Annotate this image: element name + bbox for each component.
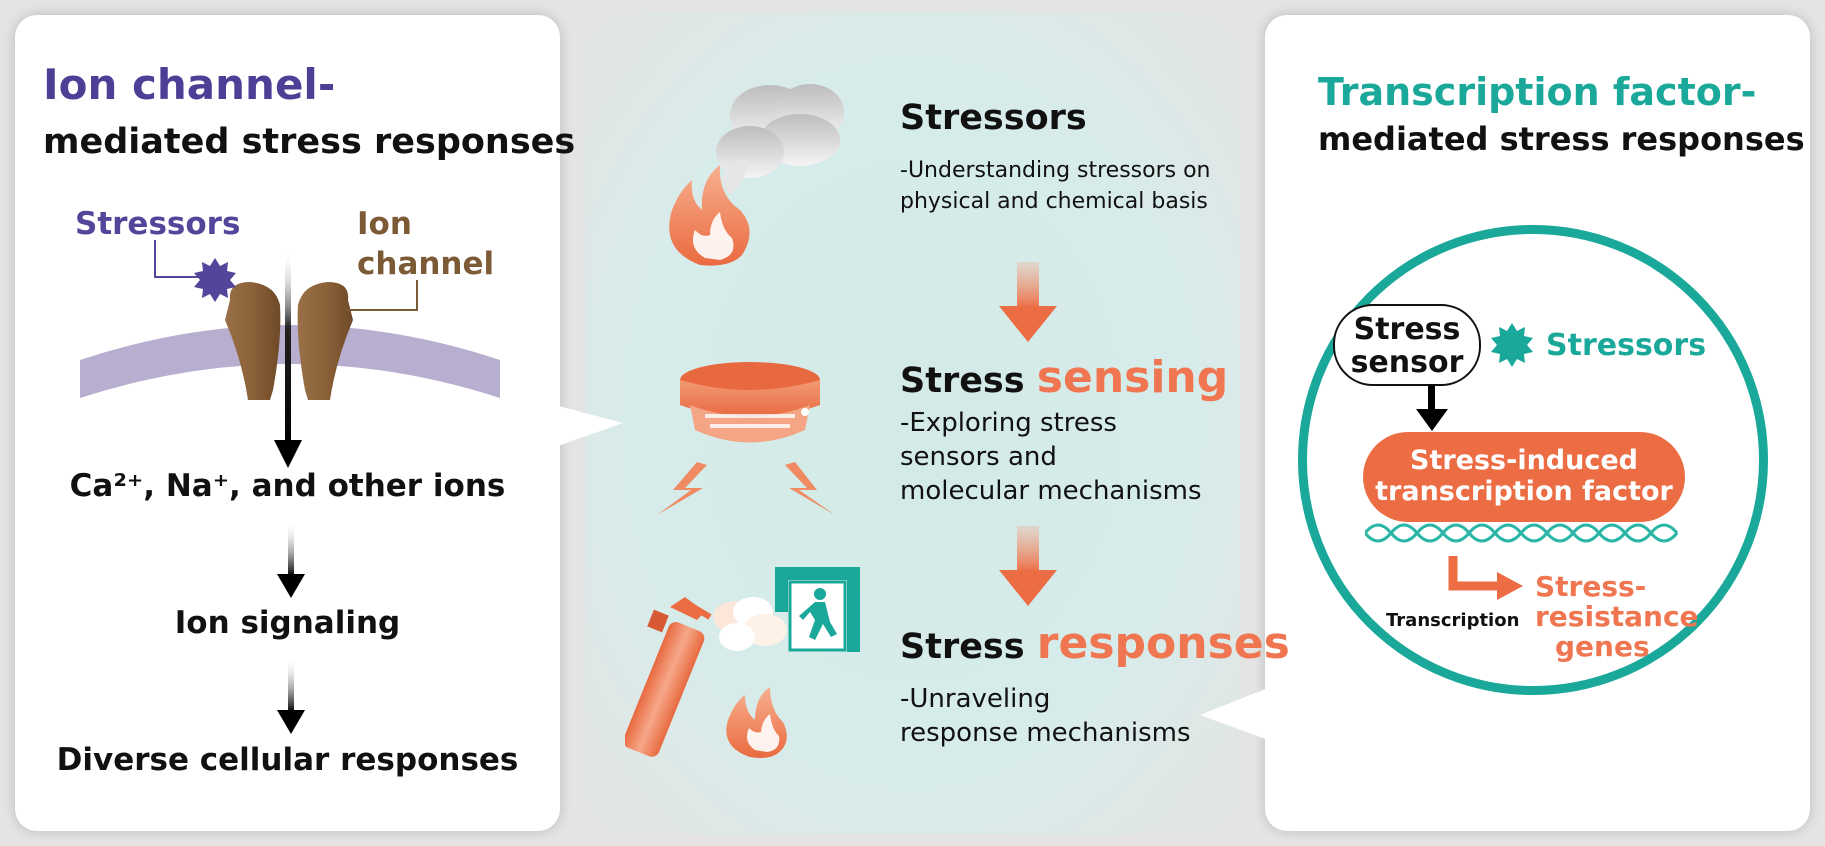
ion-channel-left-subunit xyxy=(225,282,281,400)
stage1-desc-line1: -Understanding stressors on xyxy=(900,158,1211,183)
smoke-and-fire-icon xyxy=(669,84,844,266)
tf-line1: Stress-induced xyxy=(1410,445,1638,476)
fire-icon xyxy=(726,687,787,758)
stress-sensor-box: Stress sensor xyxy=(1333,304,1481,386)
right-title-line2: mediated stress responses xyxy=(1318,120,1805,158)
ion-channel-label: Ion channel xyxy=(357,204,494,284)
lightning-right-icon xyxy=(785,462,835,515)
sensor-line1: Stress xyxy=(1353,312,1461,347)
left-stressors-label: Stressors xyxy=(75,206,241,242)
fire-extinguisher-icon xyxy=(625,597,712,757)
stage1-title: Stressors xyxy=(900,98,1087,138)
left-title-line2: mediated stress responses xyxy=(43,122,576,162)
stage2-title-text: Stress xyxy=(900,361,1025,401)
fire-icon xyxy=(669,165,750,266)
ion-signaling-text: Ion signaling xyxy=(174,605,401,641)
diverse-responses-text: Diverse cellular responses xyxy=(56,742,519,778)
transcription-factor-pill: Stress-induced transcription factor xyxy=(1363,432,1685,522)
stage3-description: -Unraveling response mechanisms xyxy=(900,682,1191,750)
stage3-title-accent: responses xyxy=(1036,618,1290,669)
arrow-to-responses xyxy=(277,656,305,734)
stage2-desc-line3: molecular mechanisms xyxy=(900,476,1202,506)
genes-line3: genes xyxy=(1555,630,1650,663)
right-callout-pointer xyxy=(1200,688,1268,740)
genes-line1: Stress- xyxy=(1535,570,1647,603)
emergency-exit-icon xyxy=(775,567,860,652)
genes-line2: resistance xyxy=(1535,600,1699,633)
left-title-line1: Ion channel- xyxy=(43,60,336,109)
arrow-to-signaling xyxy=(277,520,305,598)
smoke-detector-icon xyxy=(657,362,835,515)
stressor-particle-icon xyxy=(154,240,236,302)
ions-text: Ca²⁺, Na⁺, and other ions xyxy=(69,468,506,504)
teal-stressor-icon xyxy=(1491,323,1533,367)
ion-channel-right-subunit xyxy=(297,282,353,400)
ion-channel-leader-line xyxy=(345,280,418,311)
stress-resistance-genes-label: Stress- resistance genes xyxy=(1535,572,1699,662)
stage3-desc-line2: response mechanisms xyxy=(900,718,1191,748)
stage1-desc-line2: physical and chemical basis xyxy=(900,189,1208,214)
stage3-title: Stress responses xyxy=(900,618,1290,669)
sensor-to-tf-arrow xyxy=(1416,385,1448,431)
ion-label-line1: Ion xyxy=(357,206,412,242)
extinguishing-foam-icon xyxy=(713,597,787,651)
right-title-line1: Transcription factor- xyxy=(1318,70,1757,114)
orange-arrow-2 xyxy=(999,526,1057,606)
stage3-title-text: Stress xyxy=(900,627,1025,667)
left-callout-pointer xyxy=(555,405,623,447)
stage2-description: -Exploring stress sensors and molecular … xyxy=(900,406,1202,508)
stress-response-illustration xyxy=(625,567,860,758)
ion-channel-illustration xyxy=(80,250,500,468)
transcription-arrow xyxy=(1448,556,1523,600)
stage2-desc-line1: -Exploring stress xyxy=(900,408,1117,438)
stage2-desc-line2: sensors and xyxy=(900,442,1057,472)
stage3-desc-line1: -Unraveling xyxy=(900,684,1051,714)
stage2-title: Stress sensing xyxy=(900,352,1228,403)
stage1-description: -Understanding stressors on physical and… xyxy=(900,155,1211,217)
tf-line2: transcription factor xyxy=(1375,476,1673,507)
lightning-left-icon xyxy=(657,462,707,515)
dna-helix-icon xyxy=(1365,523,1679,543)
stage2-title-accent: sensing xyxy=(1036,352,1229,403)
sensor-line2: sensor xyxy=(1350,345,1464,380)
right-stressors-label: Stressors xyxy=(1546,328,1707,363)
smoke-icon xyxy=(716,84,844,195)
orange-arrow-1 xyxy=(999,262,1057,342)
ion-label-line2: channel xyxy=(357,246,495,282)
transcription-label: Transcription xyxy=(1386,610,1520,631)
